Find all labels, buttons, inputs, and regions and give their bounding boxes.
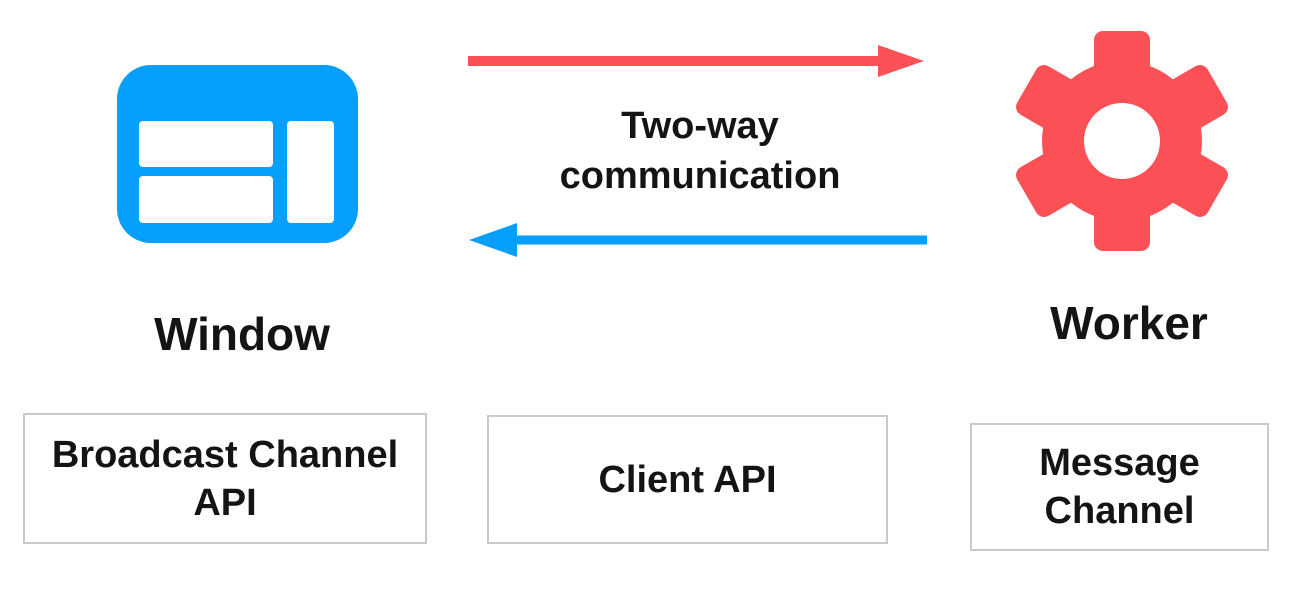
worker-label: Worker xyxy=(1050,297,1208,349)
arrow-left-icon xyxy=(469,223,927,257)
api-box-broadcast-channel: Broadcast Channel API xyxy=(23,413,427,544)
window-label: Window xyxy=(154,308,330,360)
gear-icon xyxy=(1016,31,1228,251)
api-box-message-channel: Message Channel xyxy=(970,423,1269,551)
api-box-label: Message Channel xyxy=(1039,442,1200,532)
api-box-label: Client API xyxy=(598,458,777,501)
window-content-bar-bottom xyxy=(139,176,273,223)
browser-window-icon xyxy=(117,65,358,243)
window-content-bar-top xyxy=(139,121,273,167)
window-sidebar-bar xyxy=(287,121,334,223)
api-box-label: Broadcast Channel API xyxy=(51,433,399,524)
api-box-client-api: Client API xyxy=(487,415,888,544)
communication-label: Two-way communication xyxy=(559,105,841,197)
arrow-right-icon xyxy=(468,45,924,77)
